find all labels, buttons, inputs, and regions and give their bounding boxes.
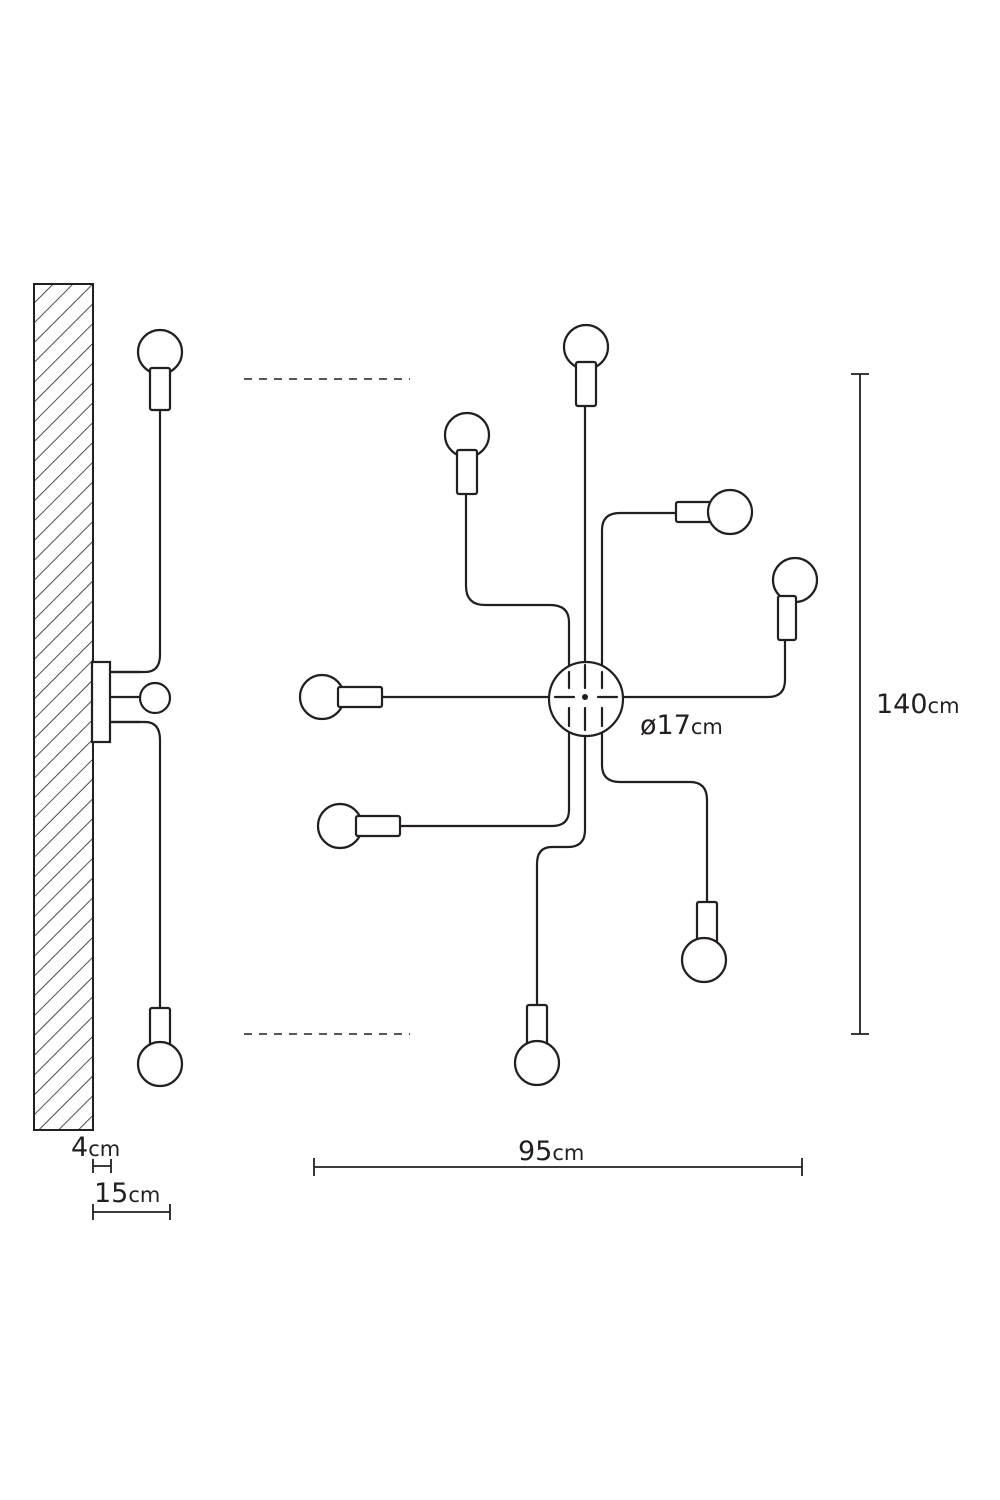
- arm-upper-right: [600, 511, 682, 670]
- arm-right: [600, 638, 787, 699]
- bulb-left: [298, 673, 384, 721]
- bulb-upper-right: [674, 488, 754, 536]
- arm-upper-left: [464, 493, 571, 672]
- depth-label: 15cm: [94, 1178, 160, 1209]
- bulb-lower-left: [316, 802, 402, 850]
- arm-lower-right: [600, 713, 709, 907]
- arm-lower-left: [398, 713, 571, 828]
- bulb-top: [562, 323, 610, 408]
- wall-hatch: [33, 283, 94, 1131]
- side-view: [33, 283, 184, 1131]
- canopy-diameter-label: ø17cm: [640, 710, 723, 741]
- height-dimension: [851, 373, 869, 1035]
- bulb-right: [771, 556, 819, 642]
- bulb-bottom: [513, 1003, 561, 1087]
- height-label: 140cm: [876, 689, 960, 720]
- bulb-upper-left: [443, 411, 491, 496]
- width-label: 95cm: [518, 1136, 584, 1167]
- side-bulb-front: [138, 681, 172, 715]
- bulb-lower-right: [680, 900, 728, 984]
- side-arm-down: [108, 720, 162, 1012]
- side-canopy: [90, 660, 112, 744]
- front-view: [298, 323, 819, 1087]
- side-bulb-bottom: [136, 1006, 184, 1088]
- width-dimension: [313, 1158, 803, 1176]
- canopy-depth-label: 4cm: [71, 1132, 120, 1163]
- side-bulb-top: [136, 328, 184, 412]
- arm-bottom: [535, 713, 587, 1012]
- side-arm-up: [108, 408, 162, 674]
- depth-dimension: [92, 1204, 171, 1220]
- canopy-depth-dimension: [92, 1159, 112, 1173]
